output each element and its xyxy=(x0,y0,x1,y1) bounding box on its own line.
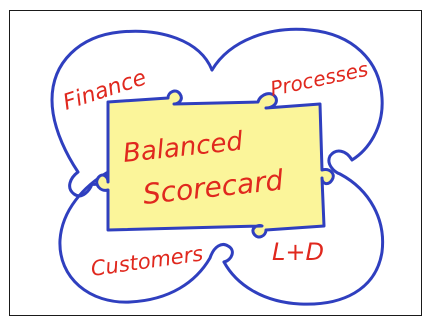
processes-label: Processes xyxy=(268,57,370,101)
ld-lobe xyxy=(222,172,385,306)
processes-lobe xyxy=(210,27,384,176)
ld-label: L+D xyxy=(272,238,324,266)
customers-lobe xyxy=(58,170,234,304)
center-card xyxy=(95,89,335,239)
customers-label: Customers xyxy=(89,241,204,280)
